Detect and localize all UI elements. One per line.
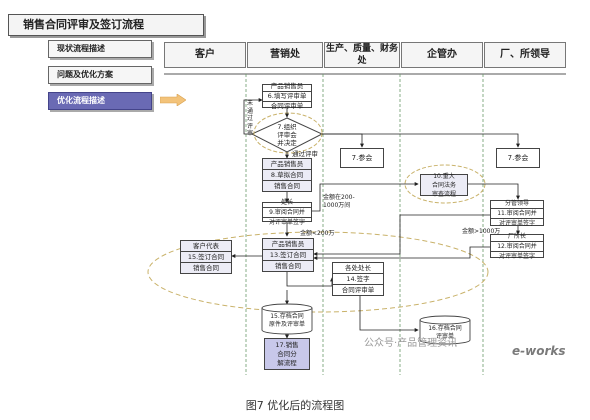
node-fill-review-form: 产品销售员 6.填写评审单 合同评审单 (262, 82, 312, 110)
node-role: 各处处长 (333, 263, 383, 274)
node-legal-review-flow: 10.重大 合同法务 审查流程 (420, 172, 468, 198)
sidebar-item-current-process[interactable]: 现状流程描述 (48, 40, 152, 58)
node-doc: 对评审单签字 (498, 219, 535, 227)
lane-header-customer: 客户 (164, 42, 246, 68)
node-line: 审查流程 (431, 190, 456, 198)
node-step: 8.草拟合同 (263, 170, 311, 181)
edge-label-amount-high: 金额>1000万 (462, 228, 501, 235)
node-line: 17.销售 (275, 340, 299, 349)
node-review-meeting-decision: 7.组织 评审会 并决定 (271, 123, 303, 147)
node-line: 原件及评审单 (268, 321, 305, 328)
flow-title: 销售合同评审及签订流程 (8, 14, 204, 36)
node-doc: 销售合同 (274, 181, 300, 190)
watermark-text: 公众号·产品管理资讯 (364, 338, 458, 349)
diamond-line-3: 并决定 (277, 139, 297, 147)
node-archive-review-form: 16.存档合同 评审单 (422, 325, 468, 341)
node-step: 11.审阅合同并 (491, 209, 543, 219)
node-doc: 合同评审单 (270, 101, 304, 110)
node-doc: 合同评审单 (341, 285, 375, 294)
node-draft-contract: 产品销售员 8.草拟合同 销售合同 (262, 158, 312, 192)
node-step: 6.填写评审单 (263, 92, 311, 102)
edge-label-passed: 通过评审 (292, 150, 318, 158)
node-line: 解流程 (277, 358, 297, 367)
sidebar-item-issues-optimization[interactable]: 问题及优化方案 (48, 66, 152, 84)
node-step: 9.审阅合同并 (263, 208, 311, 218)
node-sign-contract: 产品销售员 13.签订合同 销售合同 (262, 238, 314, 272)
lane-header-leadership: 厂、所领导 (484, 42, 566, 68)
node-role: 分管领导 (491, 199, 543, 209)
figure-caption: 图7 优化后的流程图 (245, 399, 345, 412)
node-role: 客户代表 (181, 241, 231, 252)
node-contract-breakdown-flow: 17.销售 合同分 解流程 (264, 338, 310, 370)
edge-label-not-passed: 未 通 过 评 审 (247, 100, 254, 137)
node-factory-director-review: 厂所长 12.审阅合同并 对评审单签字 (490, 232, 544, 260)
node-doc: 对评审单签字 (498, 252, 535, 260)
node-label: 7.参会 (507, 153, 529, 162)
node-line: 15.存档合同 (270, 313, 304, 320)
brand-logo: e-works (512, 344, 566, 358)
edge-label-amount-low: 金额<200万 (300, 230, 335, 237)
node-doc: 对评审单签字 (268, 218, 305, 226)
node-doc: 销售合同 (193, 263, 219, 272)
node-step: 15.签订合同 (181, 252, 231, 263)
diamond-line-1: 7.组织 (277, 123, 297, 131)
node-line: 评审单 (435, 333, 454, 340)
lane-header-production: 生产、质量、财务处 (324, 42, 400, 68)
node-attend-meeting-leadership: 7.参会 (496, 148, 540, 168)
node-deputy-leader-review: 分管领导 11.审阅合同并 对评审单签字 (490, 199, 544, 227)
pointer-arrow-icon (160, 94, 186, 106)
node-line: 合同分 (277, 349, 297, 358)
node-role: 产品销售员 (263, 82, 311, 92)
lane-header-management-office: 企管办 (401, 42, 483, 68)
node-step: 13.签订合同 (263, 250, 313, 261)
node-role: 产品销售员 (263, 239, 313, 250)
node-archive-original: 15.存档合同 原件及评审单 (264, 313, 310, 329)
node-line: 10.重大 (433, 172, 455, 180)
node-line: 16.存档合同 (428, 325, 462, 332)
node-customer-sign-contract: 客户代表 15.签订合同 销售合同 (180, 240, 232, 274)
node-doc: 销售合同 (275, 261, 301, 270)
lane-header-marketing: 营销处 (247, 42, 323, 68)
node-role: 处长 (263, 198, 311, 208)
edge-label-amount-mid: 金额在200- 1000万间 (323, 194, 355, 209)
node-label: 7.参会 (351, 153, 373, 162)
node-department-heads-sign: 各处处长 14.签字 合同评审单 (332, 262, 384, 296)
node-attend-meeting-production: 7.参会 (340, 148, 384, 168)
diamond-line-2: 评审会 (277, 131, 297, 139)
sidebar-item-optimized-process[interactable]: 优化流程描述 (48, 92, 152, 110)
node-line: 合同法务 (431, 181, 456, 189)
node-role: 产品销售员 (263, 159, 311, 170)
node-step: 12.审阅合同并 (491, 242, 543, 252)
node-role: 厂所长 (491, 232, 543, 242)
node-step: 14.签字 (333, 274, 383, 285)
node-director-review: 处长 9.审阅合同并 对评审单签字 (262, 199, 312, 226)
